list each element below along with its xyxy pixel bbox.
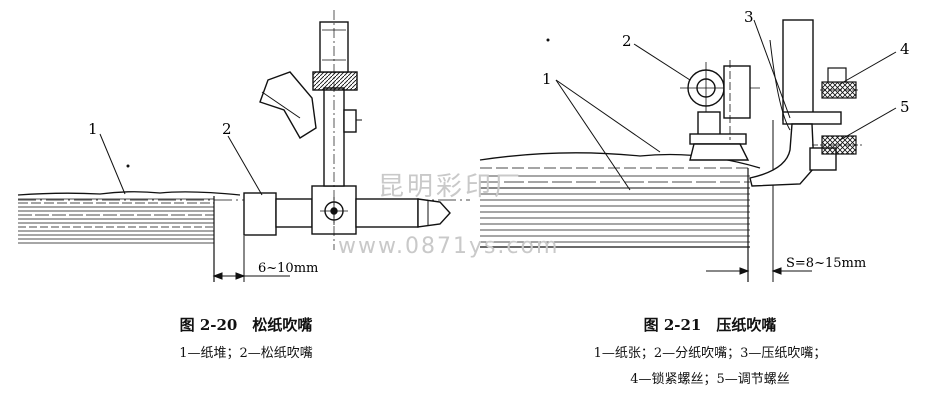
callout-1-fig21: 1 (542, 70, 552, 88)
adjusting-screw (812, 135, 862, 155)
figure-2-20-legend: 1—纸堆；2—松纸吹嘴 (179, 346, 313, 361)
callout-2-fig21: 2 (622, 32, 632, 50)
figure-2-20: 6~10mm 1 2 (17, 10, 470, 282)
dimension-label-s-8-15mm: S=8~15mm (786, 256, 866, 271)
callout-4-fig21: 4 (900, 40, 910, 58)
figure-2-20-title: 图 2-20 松纸吹嘴 (179, 316, 313, 334)
callout-3-fig21: 3 (744, 8, 754, 26)
figure-2-21-legend-line2: 4—锁紧螺丝；5—调节螺丝 (630, 372, 790, 387)
pressing-nozzle (749, 19, 842, 187)
callout-2-fig20: 2 (222, 120, 232, 138)
callout-leaders-fig21 (555, 19, 897, 191)
callout-5-fig21: 5 (900, 98, 910, 116)
figure-2-21-legend-line1: 1—纸张；2—分纸吹嘴；3—压纸吹嘴； (593, 346, 827, 361)
loosening-nozzle (243, 10, 451, 250)
callout-leaders-fig20 (99, 133, 263, 196)
separating-nozzle (680, 60, 760, 161)
dimension-s-8-15mm (706, 267, 812, 275)
dimension-label-6-10mm: 6~10mm (258, 261, 318, 276)
figure-2-21: S=8~15mm 1 2 3 4 5 (479, 8, 910, 282)
dimension-6-10mm (212, 236, 290, 282)
lock-screw (820, 67, 860, 99)
callout-1-fig20: 1 (88, 120, 98, 138)
figure-2-21-title: 图 2-21 压纸吹嘴 (643, 316, 777, 334)
